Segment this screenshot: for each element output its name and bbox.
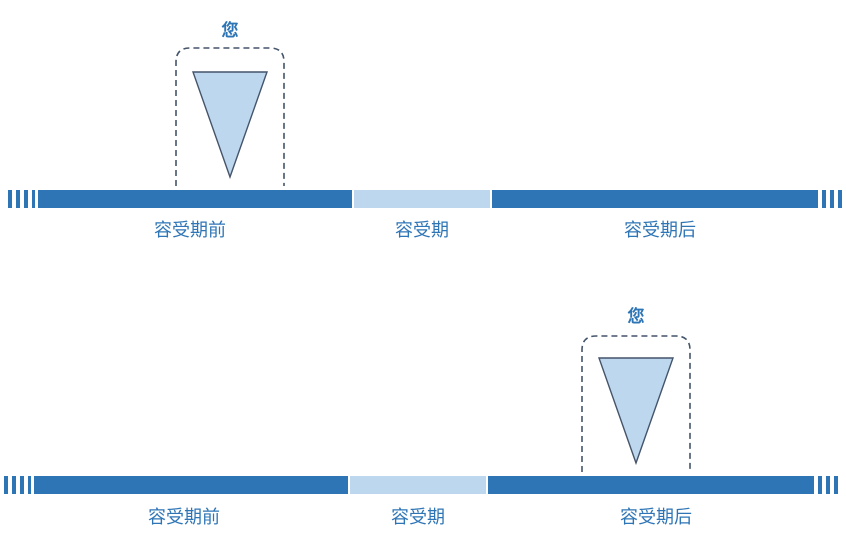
timeline-tick xyxy=(28,476,31,494)
timeline-tick xyxy=(16,190,20,208)
timeline-bar xyxy=(4,476,838,494)
timeline-tick xyxy=(4,476,8,494)
segment-during-bar xyxy=(350,476,486,494)
timeline-tick xyxy=(8,190,12,208)
segment-before-label: 容受期前 xyxy=(148,507,220,528)
segment-after-label: 容受期后 xyxy=(620,507,692,528)
marker-dashed-frame xyxy=(175,47,285,186)
timeline-tick xyxy=(838,190,842,208)
timeline-tick xyxy=(818,476,822,494)
marker-triangle-icon xyxy=(192,71,268,180)
marker-dashed-frame xyxy=(581,335,691,472)
you-marker: 您 xyxy=(581,306,691,472)
segment-before-bar xyxy=(38,190,352,208)
timeline-bar xyxy=(8,190,842,208)
you-marker-label: 您 xyxy=(222,20,239,41)
segment-after-bar xyxy=(492,190,818,208)
panel-bottom: 您 容受期前 容受期 容受期后 xyxy=(4,306,838,528)
segment-after-bar xyxy=(488,476,814,494)
segment-before-label: 容受期前 xyxy=(154,220,226,241)
segment-during-label: 容受期 xyxy=(395,220,449,241)
segment-before-bar xyxy=(34,476,348,494)
timeline-tick xyxy=(834,476,838,494)
timeline-tick xyxy=(32,190,35,208)
marker-triangle-icon xyxy=(598,357,674,466)
segment-during-bar xyxy=(354,190,490,208)
timeline-tick xyxy=(12,476,16,494)
segment-during-label: 容受期 xyxy=(391,507,445,528)
you-marker: 您 xyxy=(175,20,285,186)
timeline-tick xyxy=(826,476,830,494)
timeline-tick xyxy=(24,190,28,208)
timeline-tick xyxy=(830,190,834,208)
you-marker-label: 您 xyxy=(628,306,645,327)
timeline-tick xyxy=(20,476,24,494)
panel-top: 您 容受期前 容受期 容受期后 xyxy=(8,20,842,241)
timeline-tick xyxy=(822,190,826,208)
segment-after-label: 容受期后 xyxy=(624,220,696,241)
